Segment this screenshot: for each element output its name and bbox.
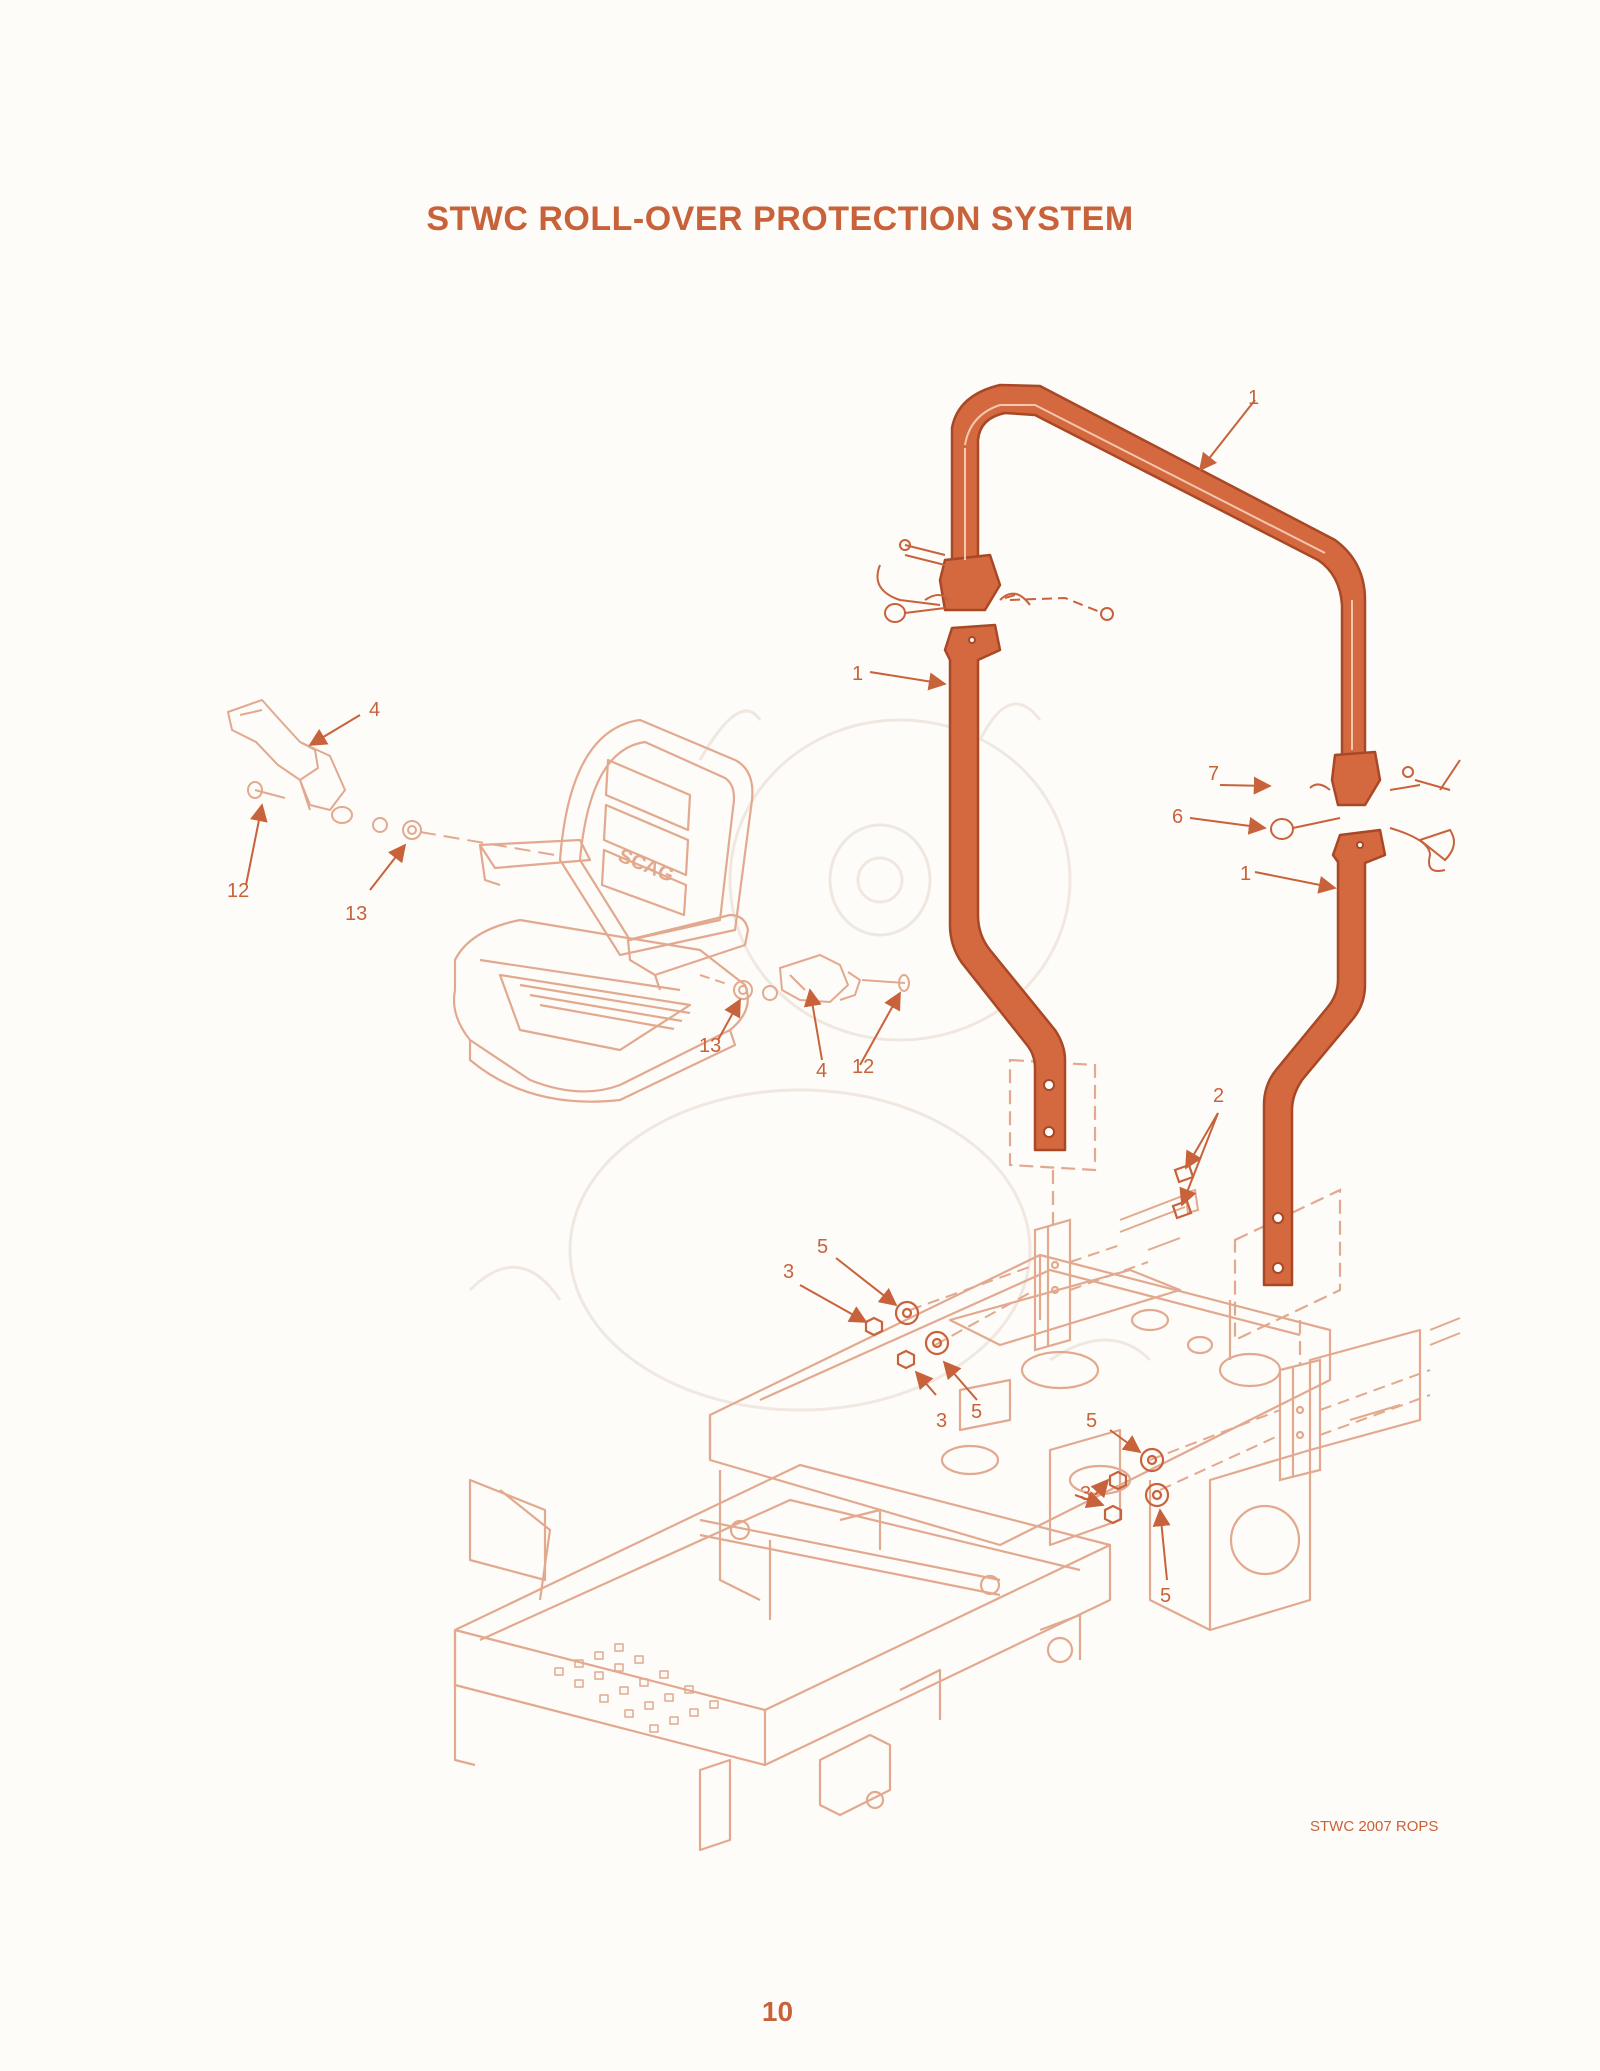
callout-13-left: 13	[345, 903, 367, 925]
callout-labels: 1 1 1 2 3 3 3 4 4 5 5 5 5 6 7 12 12 13 1…	[227, 387, 1259, 1607]
callout-5-d: 5	[1160, 1585, 1171, 1607]
hinge-hardware	[876, 539, 1461, 872]
drawing-reference-code: STWC 2007 ROPS	[1310, 1818, 1439, 1835]
rops-lower-left-upright	[943, 623, 1067, 1152]
callout-5-c: 5	[1086, 1410, 1097, 1432]
callout-5-a: 5	[817, 1236, 828, 1258]
seat-belt-buckle-right	[699, 953, 910, 1004]
rops-mount-hardware	[909, 1188, 1461, 1491]
callout-3-c: 3	[1080, 1483, 1091, 1505]
rops-lower-right-holes	[1272, 841, 1364, 1274]
callout-5-b: 5	[971, 1401, 982, 1423]
page-title: STWC ROLL-OVER PROTECTION SYSTEM	[426, 200, 1134, 238]
callout-12-right: 12	[852, 1056, 874, 1078]
rops-mount-brackets	[1008, 1058, 1342, 1482]
callout-2: 2	[1213, 1085, 1224, 1107]
foot-plate-grid	[554, 1643, 719, 1733]
rops-highlight	[964, 404, 1353, 750]
callout-3-b: 3	[936, 1410, 947, 1432]
callout-12-left: 12	[227, 880, 249, 902]
callout-7: 7	[1208, 763, 1219, 785]
callout-1-right: 1	[1240, 863, 1251, 885]
rops-lower-left-holes	[968, 636, 1055, 1138]
seat-logo: SCAG	[615, 845, 677, 887]
leader-lines	[245, 399, 1337, 1581]
rops-lower-right-upright	[1262, 828, 1387, 1287]
callout-1-upper: 1	[1248, 387, 1259, 409]
seat-belt-buckle-left	[226, 698, 556, 856]
mower-frame	[453, 1253, 1422, 1852]
callout-4-right: 4	[816, 1060, 827, 1082]
nuts-and-washers	[864, 1163, 1195, 1525]
page-number: 10	[761, 1996, 794, 2027]
callout-3-a: 3	[783, 1261, 794, 1283]
watermark-mascot	[468, 702, 1152, 1412]
rops-upper-hoop	[938, 383, 1382, 807]
callout-6: 6	[1172, 806, 1183, 828]
callout-13-right: 13	[699, 1035, 721, 1057]
callout-1-left: 1	[852, 663, 863, 685]
callout-4-left: 4	[369, 699, 380, 721]
